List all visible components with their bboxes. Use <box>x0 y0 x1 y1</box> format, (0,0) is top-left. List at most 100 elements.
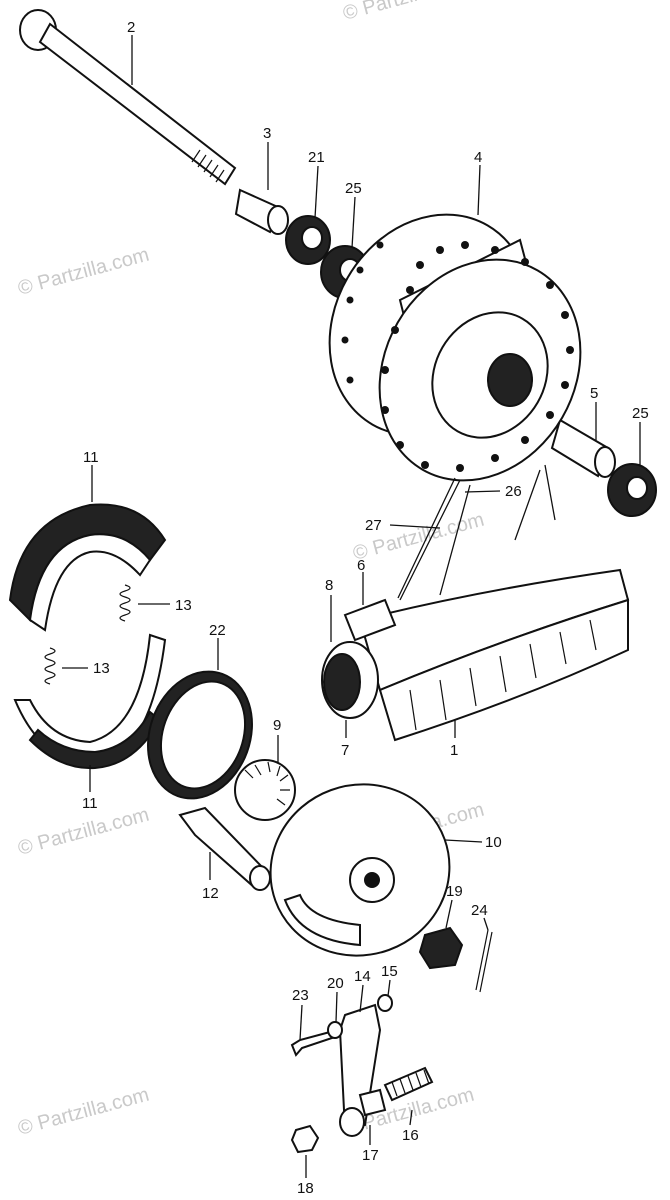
brake-panel-lug <box>283 893 361 947</box>
leader-16 <box>409 1109 413 1126</box>
watermark-text: © Partzilla.com <box>16 244 152 300</box>
part-rim-band-tube <box>321 598 397 719</box>
leader-10 <box>444 839 483 843</box>
spring-upper-coil <box>119 584 131 622</box>
spoke-inner <box>397 477 456 599</box>
part-bearing-lower <box>607 463 657 517</box>
axle-shaft <box>38 22 237 186</box>
callout-26: 26 <box>505 483 522 500</box>
callout-8: 8 <box>325 577 333 594</box>
leader-4 <box>477 164 481 216</box>
callout-27: 27 <box>365 517 382 534</box>
tread-pattern <box>409 619 597 731</box>
watermark-7: © Partzilla.com <box>341 0 477 25</box>
return-spring-body <box>383 1066 434 1102</box>
callout-10: 10 <box>485 834 502 851</box>
callouts: 2 3 21 25 4 5 25 26 27 6 8 7 1 11 13 13 … <box>82 19 649 1197</box>
part-spring-upper <box>119 584 131 622</box>
callout-4: 4 <box>474 149 482 166</box>
spoke-lines <box>399 464 556 601</box>
callout-20: 20 <box>327 975 344 992</box>
leader-23 <box>299 1004 303 1041</box>
brake-arm-lower-eye <box>339 1107 365 1137</box>
part-washer <box>327 1021 343 1039</box>
brake-shoe-upper-web <box>28 533 152 632</box>
callout-22: 22 <box>209 622 226 639</box>
brake-cam-end <box>249 865 271 891</box>
hub-bore <box>487 353 533 407</box>
part-bolt <box>290 1030 334 1057</box>
part-washer-small <box>377 994 393 1012</box>
axle-thread <box>191 149 225 183</box>
cotter-pin-body <box>475 929 493 993</box>
part-dust-seal <box>285 215 331 265</box>
part-brake-arm <box>338 1003 387 1137</box>
callout-14: 14 <box>354 968 371 985</box>
leader-20 <box>335 991 338 1023</box>
seal-ring-inner <box>159 680 247 790</box>
part-return-spring <box>383 1066 434 1102</box>
hub-spoke-holes <box>341 241 574 472</box>
watermark-text: © Partzilla.com <box>341 0 477 25</box>
part-seal-ring <box>147 670 253 800</box>
leader-21 <box>314 165 319 219</box>
callout-23: 23 <box>292 987 309 1004</box>
callout-18: 18 <box>297 1180 314 1197</box>
part-collar <box>234 188 289 235</box>
leader-27 <box>389 524 441 529</box>
watermark-text: © Partzilla.com <box>16 804 152 860</box>
gear-teeth <box>244 761 290 806</box>
leader-15 <box>387 979 391 997</box>
callout-21: 21 <box>308 149 325 166</box>
leader-19 <box>445 899 453 929</box>
spring-lower-coil <box>44 647 56 685</box>
leader-25a <box>351 196 356 249</box>
part-cotter-pin <box>475 929 493 993</box>
watermark-text: © Partzilla.com <box>16 1084 152 1140</box>
bolt-body <box>290 1030 334 1057</box>
part-brake-cam <box>178 806 271 891</box>
callout-11b: 11 <box>82 795 98 812</box>
callout-16: 16 <box>402 1127 419 1144</box>
callout-2: 2 <box>127 19 135 36</box>
washer-ring <box>327 1021 343 1039</box>
rim-tread <box>378 598 629 742</box>
part-distance-collar <box>550 418 616 478</box>
part-axle <box>19 9 237 186</box>
callout-9: 9 <box>273 717 281 734</box>
callout-15: 15 <box>381 963 398 980</box>
callout-7: 7 <box>341 742 349 759</box>
brake-panel-hole <box>364 872 380 888</box>
callout-24: 24 <box>471 902 488 919</box>
callout-3: 3 <box>263 125 271 142</box>
washer-small-ring <box>377 994 393 1012</box>
callout-5: 5 <box>590 385 598 402</box>
part-hub <box>328 213 582 482</box>
callout-12: 12 <box>202 885 219 902</box>
callout-1: 1 <box>450 742 458 759</box>
tube-opening <box>323 653 361 711</box>
watermark-3: © Partzilla.com <box>16 804 152 860</box>
rim-band-tab <box>343 598 397 642</box>
part-rim <box>358 568 630 742</box>
part-brake-shoe-lower <box>13 633 167 770</box>
return-spring-coils <box>391 1069 430 1097</box>
axle-nut-body <box>418 926 464 970</box>
leader-24 <box>483 917 489 931</box>
part-spring-lower <box>44 647 56 685</box>
brake-arm-joint <box>358 1088 387 1117</box>
callout-13b: 13 <box>93 660 110 677</box>
leader-lines <box>62 35 641 1178</box>
part-axle-nut <box>418 926 464 970</box>
callout-11a: 11 <box>83 449 99 466</box>
callout-13a: 13 <box>175 597 192 614</box>
part-arm-nut <box>290 1124 320 1154</box>
arm-nut-body <box>290 1124 320 1154</box>
part-gear <box>234 759 296 821</box>
part-brake-panel <box>269 783 451 957</box>
watermarks: © Partzilla.com © Partzilla.com © Partzi… <box>16 0 487 1140</box>
distance-collar-end <box>594 446 616 478</box>
leader-26 <box>464 490 501 493</box>
part-spokes <box>397 464 556 601</box>
